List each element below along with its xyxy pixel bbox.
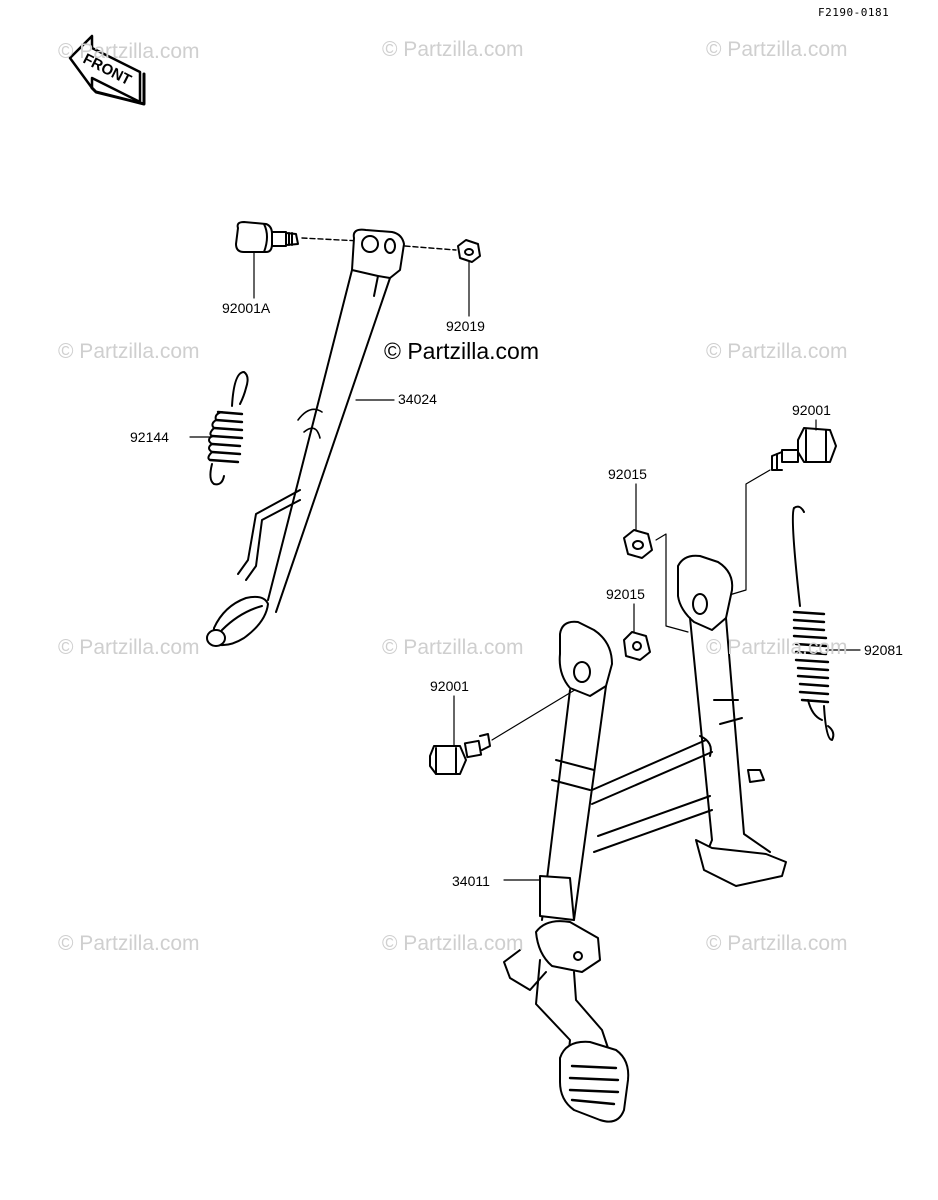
- side-stand-34024-drawing: [206, 228, 405, 647]
- part-label-92144[interactable]: 92144: [130, 429, 169, 445]
- watermark: © Partzilla.com: [706, 932, 848, 955]
- part-label-92015-lower[interactable]: 92015: [606, 586, 645, 602]
- figure-code: F2190-0181: [818, 6, 890, 19]
- part-label-92019[interactable]: 92019: [446, 318, 485, 334]
- watermark: © Partzilla.com: [58, 40, 200, 63]
- spring-92144-drawing: [207, 371, 249, 486]
- bolt-92001-lower-drawing: [429, 687, 579, 775]
- part-label-92001-top[interactable]: 92001: [792, 402, 831, 418]
- bolt-92001a-drawing: [235, 221, 361, 253]
- nut-92015-lower-drawing: [623, 631, 651, 661]
- watermark: © Partzilla.com: [706, 38, 848, 61]
- part-label-34011[interactable]: 34011: [452, 873, 490, 889]
- nut-92015-upper-drawing: [623, 529, 689, 633]
- watermark: © Partzilla.com: [382, 636, 524, 659]
- watermark: © Partzilla.com: [382, 38, 524, 61]
- watermark: © Partzilla.com: [706, 340, 848, 363]
- bolt-92001-top-drawing: [725, 427, 837, 597]
- watermark: © Partzilla.com: [382, 932, 524, 955]
- part-label-92001a[interactable]: 92001A: [222, 300, 271, 316]
- part-label-92015-upper[interactable]: 92015: [608, 466, 647, 482]
- part-label-92001-lower[interactable]: 92001: [430, 678, 469, 694]
- watermark: © Partzilla.com: [58, 636, 200, 659]
- part-label-34024[interactable]: 34024: [398, 391, 437, 407]
- watermark-main: © Partzilla.com: [384, 338, 539, 364]
- watermark: © Partzilla.com: [58, 932, 200, 955]
- leader-lines: [189, 251, 861, 881]
- part-label-92081[interactable]: 92081: [864, 642, 903, 658]
- spring-92081-drawing: [791, 505, 835, 741]
- watermark: © Partzilla.com: [58, 340, 200, 363]
- nut-92019-drawing: [404, 239, 481, 263]
- watermark: © Partzilla.com: [706, 636, 848, 659]
- center-stand-34011-drawing: [503, 554, 787, 1123]
